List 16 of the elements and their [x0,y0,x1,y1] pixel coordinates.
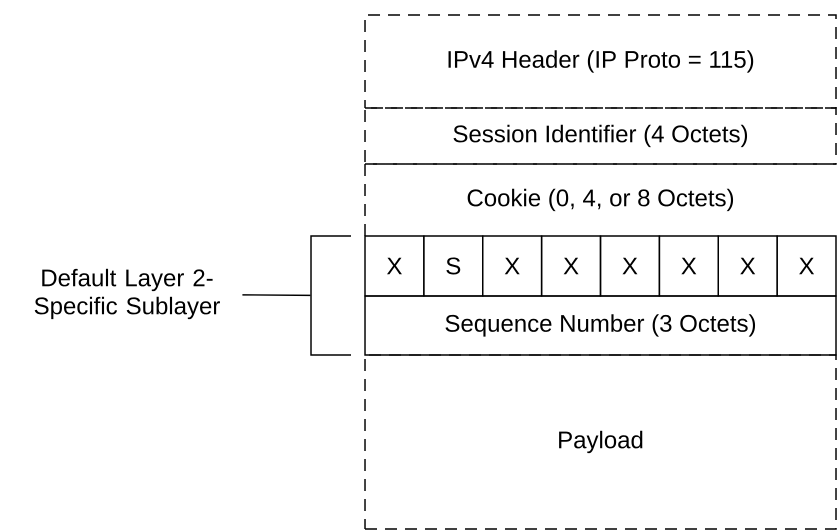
header-field: Sequence Number (3 Octets) [364,295,837,356]
bit-cell: X [600,235,660,297]
header-field: Cookie (0, 4, or 8 Octets) [364,163,836,236]
bit-cell: X [718,235,778,297]
sublayer-label: Default Layer 2- Specific Sublayer [34,268,220,320]
header-field: IPv4 Header (IP Proto = 115) [364,14,837,109]
bit-cell: X [776,235,837,297]
payload-field: Payload [364,354,837,530]
bracket [310,235,351,356]
leader-line [242,294,310,296]
header-field: Session Identifier (4 Octets) [364,107,837,165]
bit-cell: X [364,235,425,297]
bit-cell: S [423,235,484,297]
bit-cell: X [540,235,602,297]
bit-cell: X [482,235,542,297]
bit-cell: X [658,235,719,297]
